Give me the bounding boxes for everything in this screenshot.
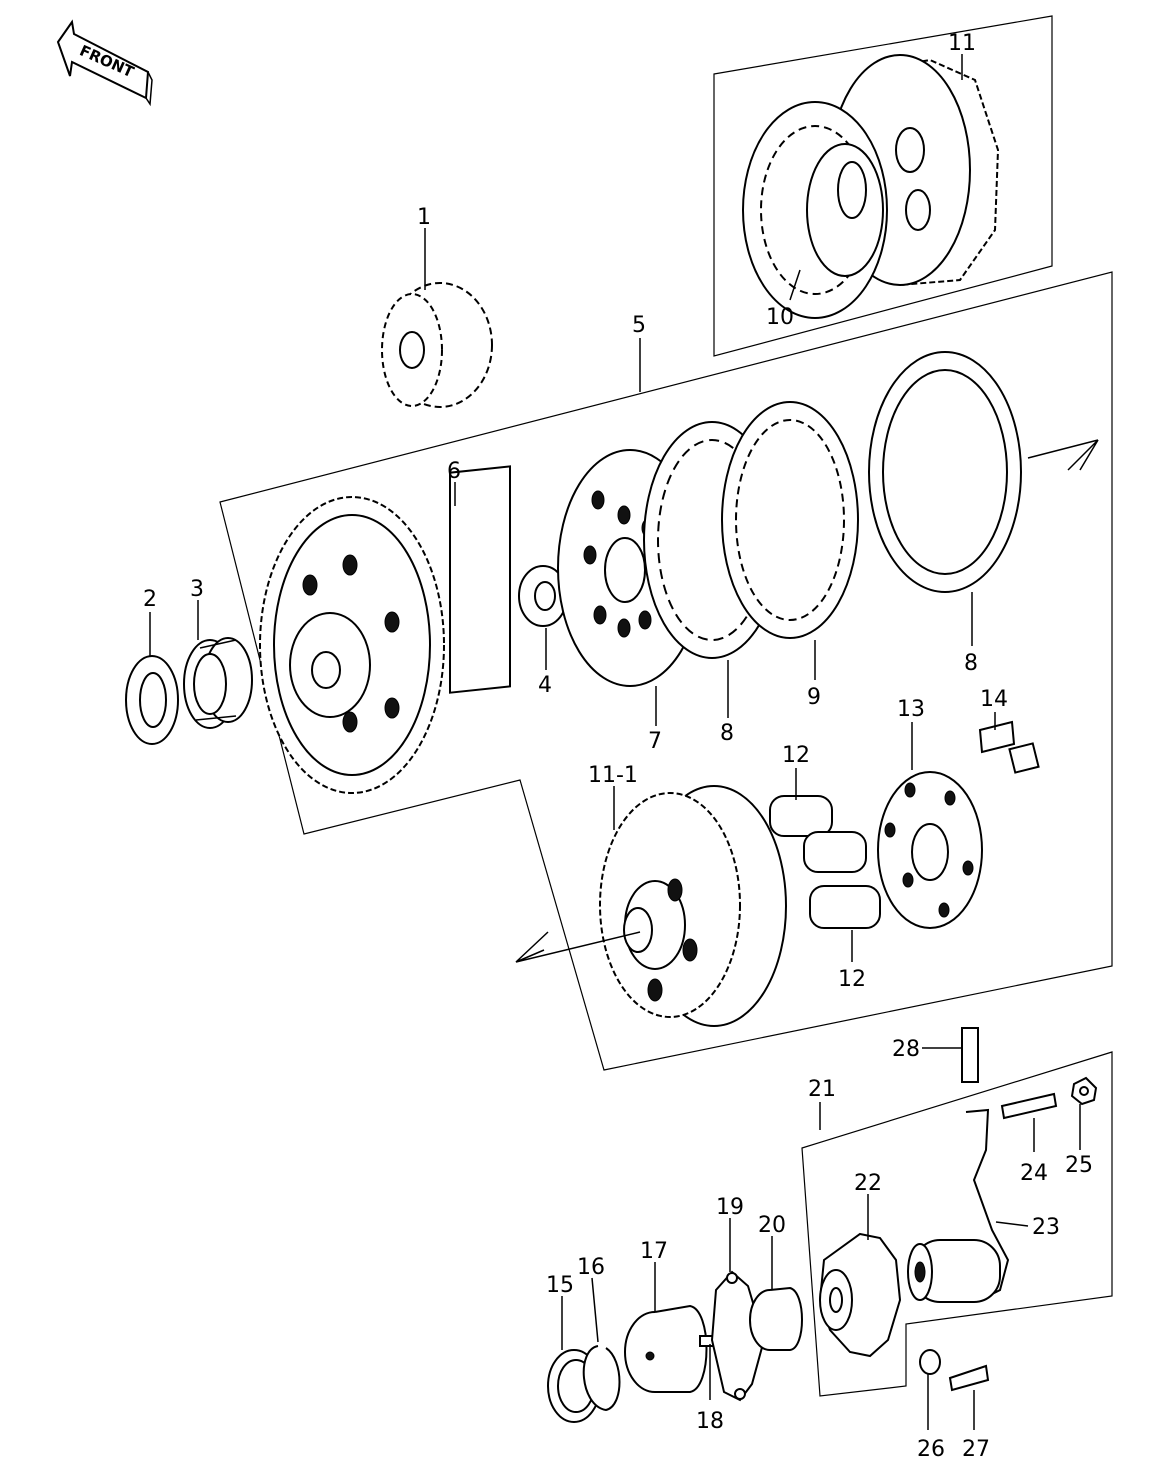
callout-4: 4 bbox=[538, 673, 552, 698]
callout-18: 18 bbox=[696, 1409, 724, 1434]
callout-11: 11 bbox=[948, 31, 976, 56]
part-20-bushing bbox=[749, 1286, 803, 1351]
part-8-friction-plate-b bbox=[868, 351, 1099, 593]
callout-5: 5 bbox=[632, 313, 646, 338]
callout-11-1: 11-1 bbox=[588, 763, 638, 788]
part-25-nut bbox=[1070, 1076, 1098, 1106]
part-6-clutch-housing bbox=[259, 465, 511, 794]
callout-12a: 12 bbox=[782, 743, 810, 768]
part-12-clutch-springs bbox=[769, 795, 881, 929]
callout-19: 19 bbox=[716, 1195, 744, 1220]
part-9-steel-plate bbox=[721, 401, 859, 639]
callout-7: 7 bbox=[648, 729, 662, 754]
leader-lines bbox=[149, 54, 1081, 1430]
callout-22: 22 bbox=[854, 1171, 882, 1196]
callout-25: 25 bbox=[1065, 1153, 1093, 1178]
part-24-adjust-screw bbox=[1000, 1092, 1058, 1120]
part-27-screw bbox=[948, 1364, 990, 1392]
callout-9: 9 bbox=[807, 685, 821, 710]
part-16-circlip bbox=[582, 1345, 621, 1412]
callout-6: 6 bbox=[447, 459, 461, 484]
callout-12b: 12 bbox=[838, 967, 866, 992]
callout-26: 26 bbox=[917, 1437, 945, 1462]
part-10-plate bbox=[742, 101, 888, 319]
part-22-release-holder bbox=[818, 1232, 902, 1358]
callout-numbers: 1 2 3 4 5 6 7 8 8 9 10 11 11-1 12 12 13 … bbox=[143, 31, 1093, 1462]
part-28-spring bbox=[961, 1027, 979, 1083]
callout-13: 13 bbox=[897, 697, 925, 722]
callout-15: 15 bbox=[546, 1273, 574, 1298]
part-11-1-gear-hub bbox=[515, 785, 787, 1027]
part-13-spring-plate bbox=[877, 771, 983, 929]
group-outline-lines bbox=[219, 15, 1113, 1397]
part-1-small-gear bbox=[381, 282, 493, 408]
callout-3: 3 bbox=[190, 577, 204, 602]
callout-8b: 8 bbox=[964, 651, 978, 676]
callout-1: 1 bbox=[417, 205, 431, 230]
callout-16: 16 bbox=[577, 1255, 605, 1280]
callout-10: 10 bbox=[766, 305, 794, 330]
part-2-washer bbox=[125, 655, 179, 745]
part-4-washer bbox=[518, 565, 568, 627]
callout-28: 28 bbox=[892, 1037, 920, 1062]
part-26-washer bbox=[919, 1349, 941, 1375]
callout-23: 23 bbox=[1032, 1215, 1060, 1240]
part-19-gasket bbox=[710, 1270, 766, 1402]
callout-20: 20 bbox=[758, 1213, 786, 1238]
callout-14: 14 bbox=[980, 687, 1008, 712]
part-3-needle-bearing bbox=[183, 637, 253, 729]
callout-8a: 8 bbox=[720, 721, 734, 746]
callout-27: 27 bbox=[962, 1437, 990, 1462]
callout-21: 21 bbox=[808, 1077, 836, 1102]
front-arrow-icon: FRONT bbox=[56, 19, 153, 107]
part-23-release-lever bbox=[907, 1108, 1010, 1303]
callout-17: 17 bbox=[640, 1239, 668, 1264]
callout-24: 24 bbox=[1020, 1161, 1048, 1186]
part-17-piston bbox=[624, 1304, 708, 1393]
part-14-bolt bbox=[978, 720, 1040, 774]
callout-2: 2 bbox=[143, 587, 157, 612]
